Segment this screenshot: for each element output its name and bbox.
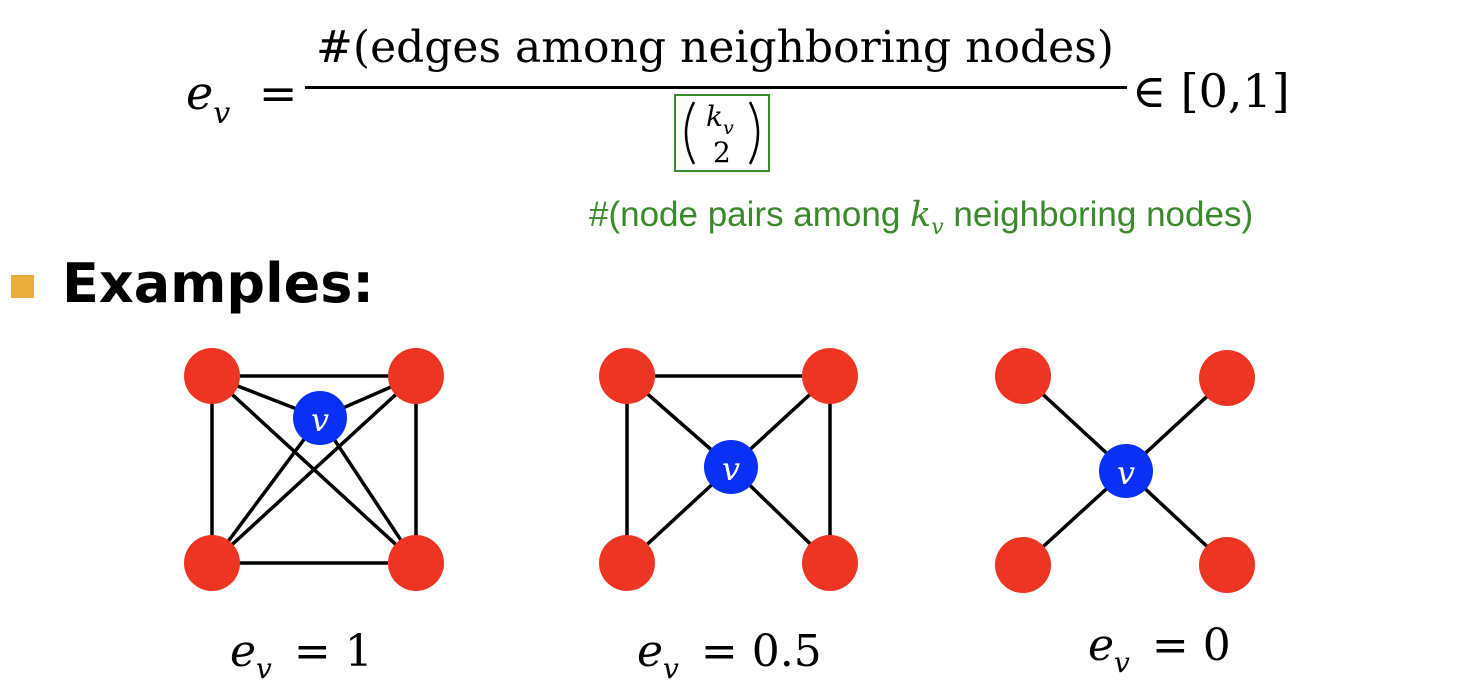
edge — [210, 374, 418, 565]
result-complete: ev = 1 — [230, 626, 373, 685]
left-paren — [684, 101, 696, 165]
examples-heading: Examples: — [62, 252, 374, 315]
graph-complete: v — [184, 348, 444, 591]
graph-half: v — [599, 348, 858, 591]
center-node-label: v — [1117, 454, 1135, 492]
neighbor-node — [599, 348, 655, 404]
neighbor-node — [1199, 537, 1255, 593]
result-half: ev = 0.5 — [637, 626, 822, 685]
result-subscript: v — [663, 652, 679, 685]
annotation-symbol: kv — [910, 195, 944, 240]
neighbor-node — [184, 535, 240, 591]
equals-sign: = — [258, 66, 298, 120]
formula-lhs: ev = — [186, 66, 298, 131]
center-node-label: v — [311, 401, 329, 439]
annotation-prefix: #(node pairs among — [589, 195, 911, 234]
annotation-suffix: neighboring nodes) — [943, 195, 1254, 234]
membership-interval: ∈ [0,1] — [1132, 64, 1290, 118]
neighbor-node — [388, 348, 444, 404]
result-symbol: e — [637, 626, 664, 677]
neighbor-node — [802, 348, 858, 404]
center-node — [1099, 444, 1153, 498]
neighbor-node — [995, 537, 1051, 593]
binom-bottom: 2 — [713, 136, 731, 169]
lhs-symbol: e — [186, 66, 214, 120]
result-value: = 0.5 — [700, 626, 822, 677]
result-value: = 0 — [1151, 620, 1231, 671]
result-star: ev = 0 — [1088, 620, 1231, 679]
right-paren — [748, 101, 760, 165]
neighbor-node — [995, 348, 1051, 404]
center-node — [704, 440, 758, 494]
binomial-coefficient: k v 2 — [684, 100, 760, 169]
result-subscript: v — [1114, 646, 1130, 679]
binom-top-sub: v — [723, 117, 734, 139]
result-subscript: v — [256, 652, 272, 685]
annotation-k: k — [910, 195, 932, 235]
fraction-numerator: #(edges among neighboring nodes) — [316, 22, 1114, 73]
result-symbol: e — [230, 626, 257, 677]
binomial-highlight-box — [674, 94, 770, 172]
neighbor-node — [388, 535, 444, 591]
neighbor-node — [184, 348, 240, 404]
neighbor-node — [1199, 350, 1255, 406]
lhs-subscript: v — [213, 96, 231, 131]
edge — [210, 416, 322, 565]
neighbor-node — [599, 535, 655, 591]
annotation-k-sub: v — [931, 215, 944, 240]
result-value: = 1 — [293, 626, 373, 677]
edge — [318, 416, 418, 565]
center-node — [293, 391, 347, 445]
bullet-square — [11, 275, 34, 298]
center-node-label: v — [722, 450, 740, 488]
neighbor-node — [802, 535, 858, 591]
fraction-bar — [305, 86, 1127, 89]
binom-top: k — [706, 100, 723, 133]
binomial-annotation: #(node pairs among kv neighboring nodes) — [589, 195, 1253, 240]
result-symbol: e — [1088, 620, 1115, 671]
graph-star: v — [995, 348, 1255, 593]
